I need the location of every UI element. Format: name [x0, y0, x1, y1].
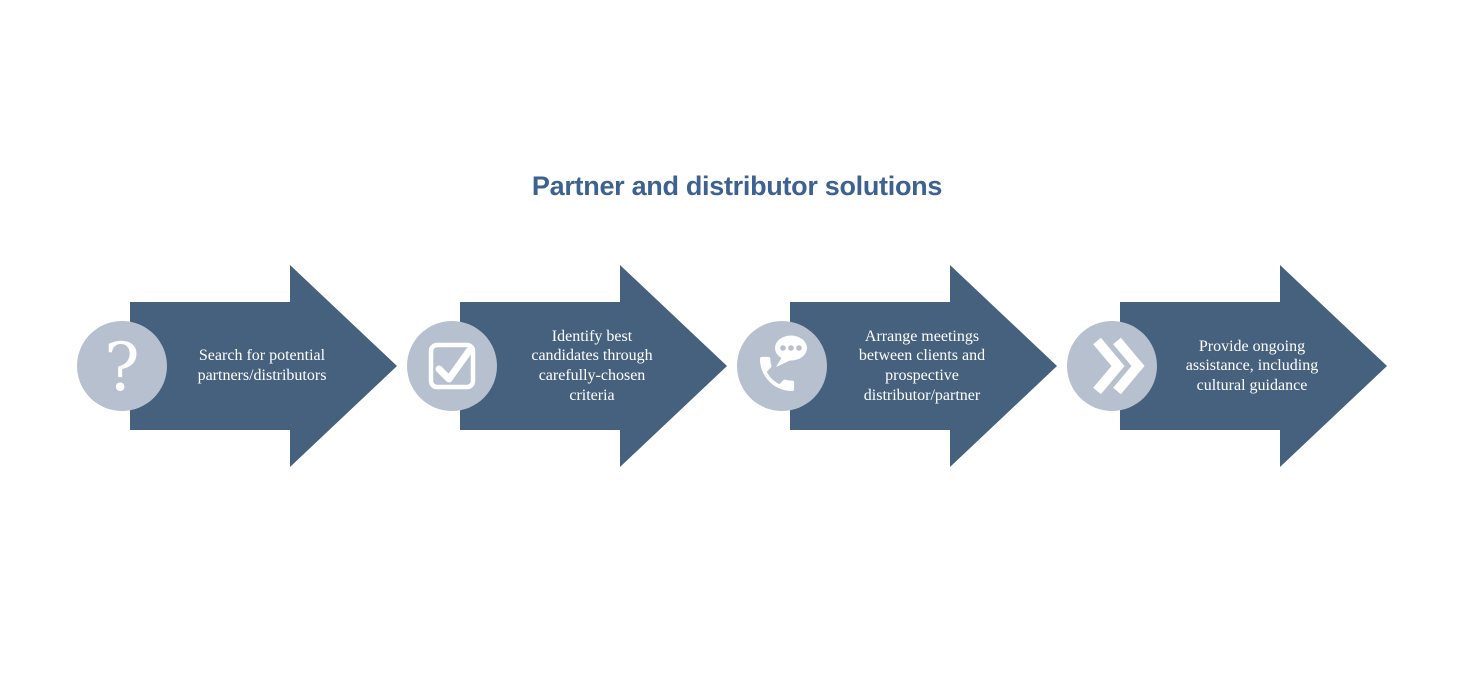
- page-title: Partner and distributor solutions: [531, 171, 943, 201]
- process-step-2: Identify best candidates through careful…: [405, 265, 727, 467]
- step-graphic: [737, 265, 1057, 467]
- question-mark-icon: ?: [104, 329, 139, 406]
- step-graphic: [1067, 265, 1387, 467]
- step-text: Arrange meetings between clients and pro…: [858, 327, 986, 404]
- icon-circle: [407, 321, 497, 411]
- arrow-shape: [1120, 265, 1387, 467]
- step-text: Search for potential partners/distributo…: [197, 347, 327, 384]
- arrow-shape: [460, 265, 727, 467]
- phone-chat-icon: [759, 335, 807, 392]
- step-text: Provide ongoing assistance, including cu…: [1185, 337, 1319, 394]
- checkbox-check-icon: [428, 342, 476, 390]
- arrow-shape: [130, 265, 397, 467]
- icon-circle: [737, 321, 827, 411]
- double-chevron-icon: [1093, 337, 1145, 395]
- step-text: Identify best candidates through careful…: [531, 327, 653, 404]
- process-step-3: Arrange meetings between clients and pro…: [735, 265, 1057, 467]
- svg-text:?: ?: [104, 329, 139, 406]
- process-step-4: Provide ongoing assistance, including cu…: [1065, 265, 1387, 467]
- arrow-shape: [790, 265, 1057, 467]
- step-graphic: [407, 265, 727, 467]
- icon-circle: [77, 321, 167, 411]
- process-step-1: ? Search for potential partners/distribu…: [75, 265, 397, 467]
- step-graphic: ?: [77, 265, 397, 467]
